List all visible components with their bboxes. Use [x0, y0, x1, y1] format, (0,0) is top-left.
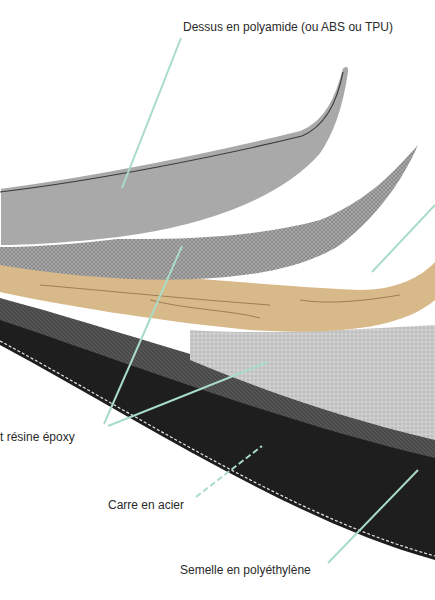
- part-label: Semelle en polyéthylène: [180, 563, 311, 577]
- light-fiber-layer: [190, 325, 435, 440]
- leader-line: [328, 470, 418, 563]
- part-label: Carre en acier: [108, 498, 184, 512]
- leader-line: [372, 205, 435, 272]
- part-label: Dessus en polyamide (ou ABS ou TPU): [183, 20, 393, 34]
- top-sheet: [0, 66, 349, 246]
- top-sheet-edge: [0, 72, 343, 192]
- leader-line: [108, 362, 268, 426]
- part-label: t résine époxy: [0, 430, 75, 444]
- leader-line: [104, 246, 182, 424]
- leader-line: [122, 38, 181, 188]
- wood-grain: [40, 285, 400, 318]
- leader-line: [196, 446, 262, 497]
